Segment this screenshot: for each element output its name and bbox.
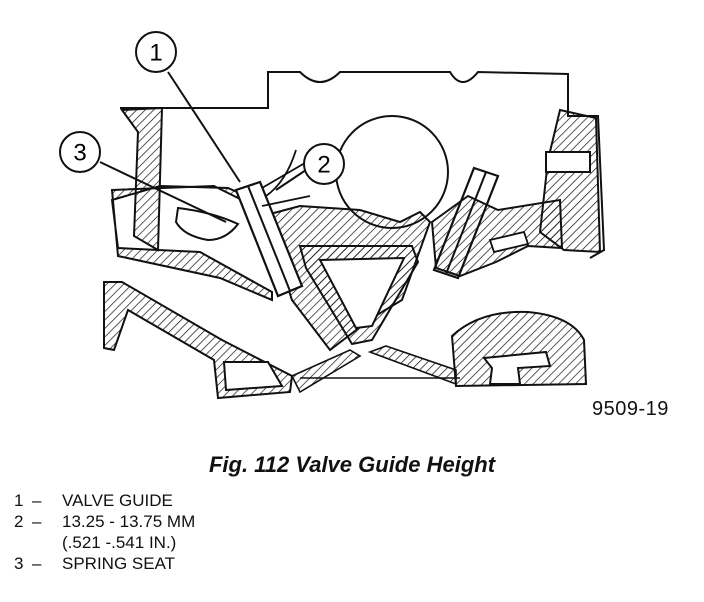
callout-1: 1 [135, 31, 177, 73]
leader-line-2 [275, 169, 307, 191]
legend-dash: – [32, 512, 42, 531]
legend: 1 – VALVE GUIDE 2 – 13.25 - 13.75 MM (.5… [14, 490, 195, 574]
legend-number: 2 [14, 512, 24, 531]
figure-caption: Fig. 112 Valve Guide Height [208, 452, 496, 477]
legend-label: SPRING SEAT [62, 554, 176, 573]
lower-center-link [290, 349, 362, 394]
legend-number: 3 [14, 554, 24, 573]
central-web-cavity [318, 256, 406, 330]
callout-2: 2 [303, 143, 345, 185]
legend-item-2: 2 – 13.25 - 13.75 MM [14, 511, 195, 532]
legend-dash: – [32, 491, 42, 510]
right-upper-wall [538, 108, 602, 254]
right-port-casting [430, 194, 564, 278]
cylinder-head-diagram: 1 2 3 [59, 31, 606, 400]
legend-label: VALVE GUIDE [62, 491, 173, 510]
dimension-line-a [261, 159, 311, 189]
callout-2-number: 2 [317, 152, 330, 179]
reference-code: 9509-19 [592, 398, 669, 420]
leader-line-3 [99, 161, 227, 223]
right-water-passage [545, 151, 591, 173]
callout-1-number: 1 [149, 40, 162, 67]
legend-label: 13.25 - 13.75 MM [62, 512, 196, 531]
dimension-line-b [261, 195, 311, 207]
leader-line-1 [167, 71, 241, 183]
legend-sublabel: (.521 -.541 IN.) [62, 533, 177, 552]
right-port-slot [488, 230, 530, 254]
left-guide-bore [247, 185, 291, 292]
lower-right-block [450, 310, 588, 388]
callout-3-number: 3 [73, 140, 86, 167]
legend-number: 1 [14, 491, 24, 510]
legend-dash: – [32, 554, 42, 573]
left-upper-wall [120, 106, 164, 252]
legend-item-1: 1 – VALVE GUIDE [14, 490, 195, 511]
legend-item-3: 3 – SPRING SEAT [14, 553, 195, 574]
cylinder-head-top-outline [120, 70, 606, 259]
combustion-chamber [335, 115, 449, 229]
lower-right-pocket [482, 350, 552, 385]
callout-3: 3 [59, 131, 101, 173]
dimension-arc [265, 149, 297, 197]
lower-left-pocket [222, 361, 284, 392]
